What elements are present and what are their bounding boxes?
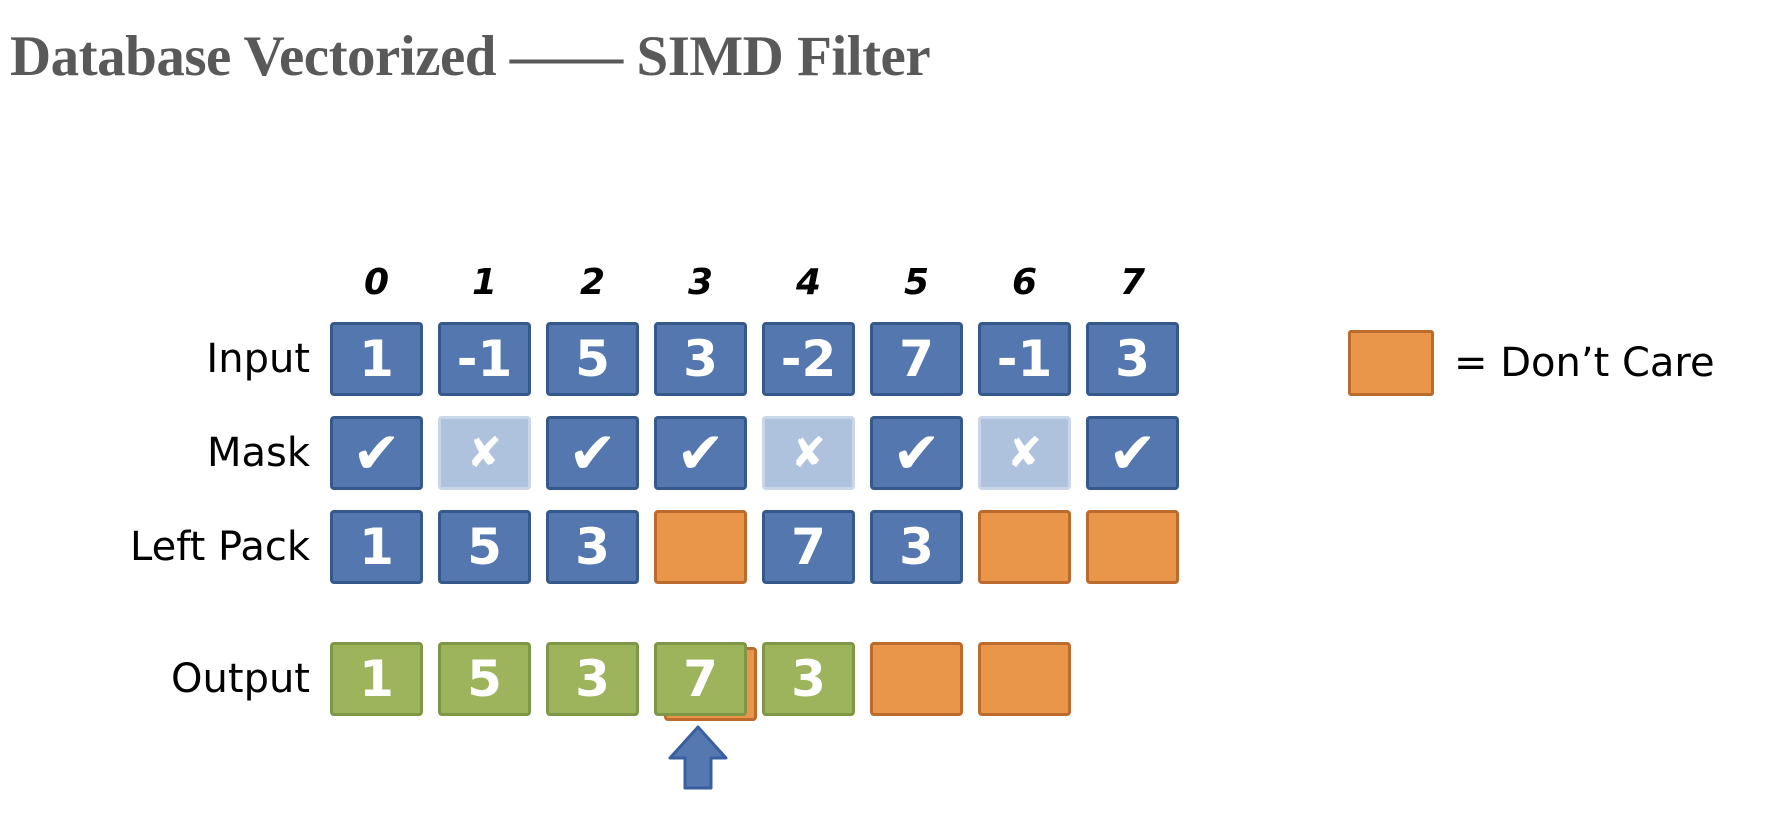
column-index-5: 5 — [903, 262, 930, 303]
left-pack-row-label: Left Pack — [130, 524, 310, 570]
output-cell-6 — [978, 642, 1071, 716]
cross-icon: ✘ — [466, 428, 503, 477]
mask-row: Mask ✔ ✘ ✔ ✔ ✘ ✔ ✘ ✔ — [0, 416, 1784, 490]
mask-cell-0-check-icon: ✔ — [330, 416, 423, 490]
input-row: Input 1 -1 5 3 -2 7 -1 3 — [0, 322, 1784, 396]
input-cell-3: 3 — [654, 322, 747, 396]
mask-cell-1-cross-icon: ✘ — [438, 416, 531, 490]
mask-cell-4-cross-icon: ✘ — [762, 416, 855, 490]
input-cell-7: 3 — [1086, 322, 1179, 396]
slide-title: Database Vectorized —— SIMD Filter — [10, 25, 931, 88]
input-cell-4: -2 — [762, 322, 855, 396]
left_pack-cell-5: 3 — [870, 510, 963, 584]
input-value-7: 3 — [1115, 330, 1150, 388]
left_pack-cell-6 — [978, 510, 1071, 584]
left-pack-cells: 1 5 3 7 3 — [330, 510, 1179, 584]
input-cells: 1 -1 5 3 -2 7 -1 3 — [330, 322, 1179, 396]
output-cells: 1 5 3 7 3 — [330, 642, 1071, 716]
output-row-label: Output — [171, 656, 310, 702]
mask-cell-7-check-icon: ✔ — [1086, 416, 1179, 490]
column-index-1: 1 — [471, 262, 498, 303]
output-value-0: 1 — [359, 650, 394, 708]
check-icon: ✔ — [1108, 419, 1157, 487]
cross-icon: ✘ — [790, 428, 827, 477]
input-value-0: 1 — [359, 330, 394, 388]
check-icon: ✔ — [568, 419, 617, 487]
column-index-4: 4 — [795, 262, 822, 303]
output-cell-3: 7 — [654, 642, 747, 716]
input-value-6: -1 — [996, 330, 1053, 388]
mask-row-label: Mask — [206, 430, 310, 476]
output-value-2: 3 — [575, 650, 610, 708]
mask-cell-2-check-icon: ✔ — [546, 416, 639, 490]
column-index-2: 2 — [579, 262, 606, 303]
input-cell-1: -1 — [438, 322, 531, 396]
check-icon: ✔ — [676, 419, 725, 487]
check-icon: ✔ — [892, 419, 941, 487]
left_pack-cell-1: 5 — [438, 510, 531, 584]
left_pack-cell-4: 7 — [762, 510, 855, 584]
output-value-4: 3 — [791, 650, 826, 708]
mask-cell-6-cross-icon: ✘ — [978, 416, 1071, 490]
input-value-4: -2 — [780, 330, 837, 388]
output-cell-5 — [870, 642, 963, 716]
left_pack-value-1: 5 — [467, 518, 502, 576]
left_pack-value-4: 7 — [791, 518, 826, 576]
left_pack-value-5: 3 — [899, 518, 934, 576]
input-cell-6: -1 — [978, 322, 1071, 396]
cross-icon: ✘ — [1006, 428, 1043, 477]
left_pack-value-2: 3 — [575, 518, 610, 576]
column-index-row: 0 1 2 3 4 5 6 7 — [330, 262, 1179, 303]
column-index-7: 7 — [1119, 262, 1146, 303]
column-index-6: 6 — [1011, 262, 1038, 303]
mask-cell-5-check-icon: ✔ — [870, 416, 963, 490]
input-cell-5: 7 — [870, 322, 963, 396]
output-row: Output 1 5 3 7 3 — [0, 642, 1784, 721]
left-pack-row: Left Pack 1 5 3 7 3 — [0, 510, 1784, 584]
mask-cell-3-check-icon: ✔ — [654, 416, 747, 490]
check-icon: ✔ — [352, 419, 401, 487]
input-row-label: Input — [206, 336, 310, 382]
mask-cells: ✔ ✘ ✔ ✔ ✘ ✔ ✘ ✔ — [330, 416, 1179, 490]
input-value-2: 5 — [575, 330, 610, 388]
output-value-3: 7 — [683, 650, 718, 708]
output-cell-2: 3 — [546, 642, 639, 716]
input-value-5: 7 — [899, 330, 934, 388]
dont-care-swatch-icon — [1348, 330, 1434, 396]
left_pack-value-0: 1 — [359, 518, 394, 576]
left_pack-cell-2: 3 — [546, 510, 639, 584]
input-value-1: -1 — [456, 330, 513, 388]
output-cell-1: 5 — [438, 642, 531, 716]
column-index-3: 3 — [687, 262, 714, 303]
input-value-3: 3 — [683, 330, 718, 388]
left_pack-cell-3 — [654, 510, 747, 584]
output-value-1: 5 — [467, 650, 502, 708]
output-cell-0: 1 — [330, 642, 423, 716]
input-cell-2: 5 — [546, 322, 639, 396]
left_pack-cell-0: 1 — [330, 510, 423, 584]
output-cell-4: 3 — [762, 642, 855, 716]
input-cell-0: 1 — [330, 322, 423, 396]
left_pack-cell-7 — [1086, 510, 1179, 584]
legend-label: = Don’t Care — [1454, 340, 1715, 386]
legend: = Don’t Care — [1348, 330, 1715, 396]
up-arrow-icon — [668, 725, 728, 790]
column-index-0: 0 — [363, 262, 390, 303]
